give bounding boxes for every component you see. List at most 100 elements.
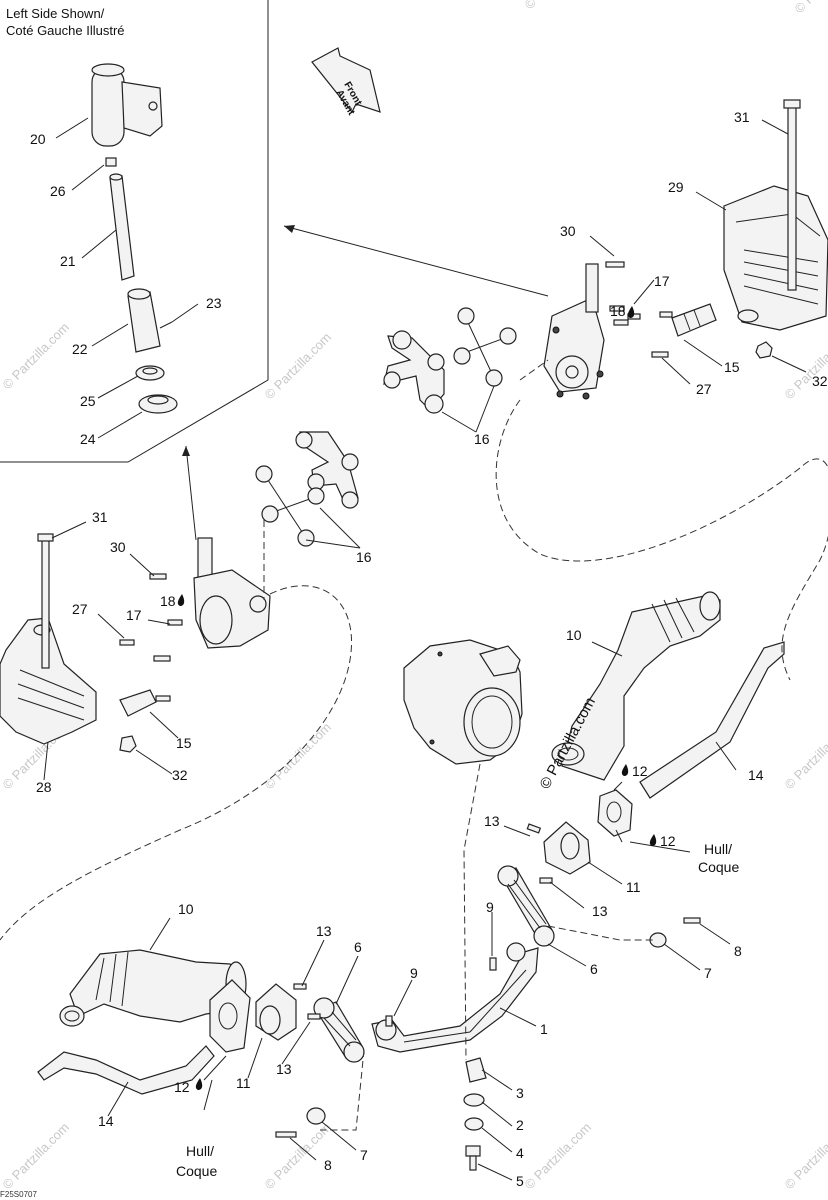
part-7-washer-left xyxy=(306,1107,326,1125)
callout-11-left: 11 xyxy=(236,1075,251,1091)
tie-rods-6 xyxy=(313,865,555,1063)
callout-13-d: 13 xyxy=(276,1061,292,1077)
part-8-bolt xyxy=(683,917,701,924)
callout-1: 1 xyxy=(540,1021,548,1037)
linkage-16-left xyxy=(255,431,359,547)
inset-border xyxy=(0,0,269,463)
callout-13-c: 13 xyxy=(316,923,332,939)
small-hardware xyxy=(275,823,701,1138)
oil-drop-icon xyxy=(177,594,185,606)
callout-26: 26 xyxy=(50,183,66,199)
callout-32-left: 32 xyxy=(172,767,188,783)
callout-17-left: 17 xyxy=(126,607,142,623)
callout-10-right: 10 xyxy=(566,627,582,643)
coque-label-left: Coque xyxy=(176,1163,217,1179)
callout-24: 24 xyxy=(80,431,96,447)
callout-20: 20 xyxy=(30,131,46,147)
part-20-body xyxy=(91,67,125,147)
dash-right-lower xyxy=(547,925,656,941)
header-line-2: Coté Gauche Illustré xyxy=(6,23,125,38)
watermark-text: © Partzilla.com xyxy=(262,330,335,403)
oil-drop-icon xyxy=(195,1078,203,1090)
part-31-bolt xyxy=(787,103,797,291)
callout-29: 29 xyxy=(668,179,684,195)
callout-13-a: 13 xyxy=(484,813,500,829)
hose-10-right xyxy=(551,591,721,781)
callout-9-right: 9 xyxy=(486,899,494,915)
part-26 xyxy=(105,157,117,167)
hull-label-right: Hull/ xyxy=(704,841,732,857)
watermark-text: © Partzilla.com xyxy=(782,1120,828,1193)
callout-27-right: 27 xyxy=(696,381,712,397)
header-line-1: Left Side Shown/ xyxy=(6,6,105,21)
callout-17-right: 17 xyxy=(654,273,670,289)
watermark-text: © Partzilla.com xyxy=(792,0,828,16)
callout-27-left: 27 xyxy=(72,601,88,617)
hose-14-right xyxy=(639,641,785,799)
callout-22: 22 xyxy=(72,341,88,357)
dash-linkage-right xyxy=(519,359,549,381)
watermark-text: © Partzilla.com xyxy=(262,720,335,793)
callout-30-right: 30 xyxy=(560,223,576,239)
drawing-code: F25S0707 xyxy=(0,1190,37,1199)
shield-29 xyxy=(723,99,828,359)
callout-8-right: 8 xyxy=(734,943,742,959)
hull-label-left: Hull/ xyxy=(186,1143,214,1159)
nozzle-housing xyxy=(403,639,523,765)
oil-drop-icon xyxy=(649,834,657,846)
part-23 xyxy=(159,321,173,329)
callout-25: 25 xyxy=(80,393,96,409)
part-21 xyxy=(109,175,135,281)
watermark-text: © Partzilla.com xyxy=(0,1120,72,1193)
part-32-nut-left xyxy=(119,735,137,753)
callout-12-c: 12 xyxy=(174,1079,190,1095)
pivot-hardware xyxy=(463,1057,487,1171)
callout-18-left: 18 xyxy=(160,593,176,609)
callout-3: 3 xyxy=(516,1085,524,1101)
callout-12-b: 12 xyxy=(660,833,676,849)
watermark-text: © Partzilla.com xyxy=(782,720,828,793)
part-5 xyxy=(465,1145,481,1157)
part-22 xyxy=(127,291,161,353)
watermark-text: © Partzilla.com xyxy=(522,1120,595,1193)
cable-path-left xyxy=(0,585,352,941)
callout-10-left: 10 xyxy=(178,901,194,917)
callout-31-right: 31 xyxy=(734,109,750,125)
right-steering-assembly xyxy=(543,261,717,400)
shield-28 xyxy=(0,533,137,753)
callout-15-left: 15 xyxy=(176,735,192,751)
callout-9-left: 9 xyxy=(410,965,418,981)
callout-21: 21 xyxy=(60,253,76,269)
left-steering-assembly xyxy=(119,537,271,717)
lever-1 xyxy=(371,942,539,1053)
part-3 xyxy=(465,1057,487,1083)
fitting-11-left xyxy=(209,979,297,1053)
watermark-text: © Partzilla.com xyxy=(522,0,595,12)
callout-7-right: 7 xyxy=(704,965,712,981)
cable-path-right xyxy=(495,399,828,681)
leader-lines xyxy=(43,119,807,1181)
callout-15-right: 15 xyxy=(724,359,740,375)
watermark-text: © Partzilla.com xyxy=(0,320,72,393)
callout-8-left: 8 xyxy=(324,1157,332,1173)
part-31-bolt-left xyxy=(41,537,50,669)
callout-2: 2 xyxy=(516,1117,524,1133)
part-8-bolt-left xyxy=(275,1131,297,1138)
callout-14-right: 14 xyxy=(748,767,764,783)
front-arrow: Front Avant xyxy=(311,47,381,118)
callout-23: 23 xyxy=(206,295,222,311)
part-32-nut xyxy=(755,341,773,359)
callout-30-left: 30 xyxy=(110,539,126,555)
callout-7-left: 7 xyxy=(360,1147,368,1163)
watermark-text: © Partzilla.com xyxy=(782,330,828,403)
callout-4: 4 xyxy=(516,1145,524,1161)
part-2 xyxy=(463,1093,485,1107)
callout-12-a: 12 xyxy=(632,763,648,779)
oil-drop-icon xyxy=(627,306,635,318)
hose-14-left xyxy=(37,1045,215,1095)
fitting-11-right xyxy=(543,789,633,875)
callout-28: 28 xyxy=(36,779,52,795)
callout-18-right: 18 xyxy=(610,303,626,319)
steering-column-parts xyxy=(91,63,178,414)
callout-11-right: 11 xyxy=(626,879,641,895)
